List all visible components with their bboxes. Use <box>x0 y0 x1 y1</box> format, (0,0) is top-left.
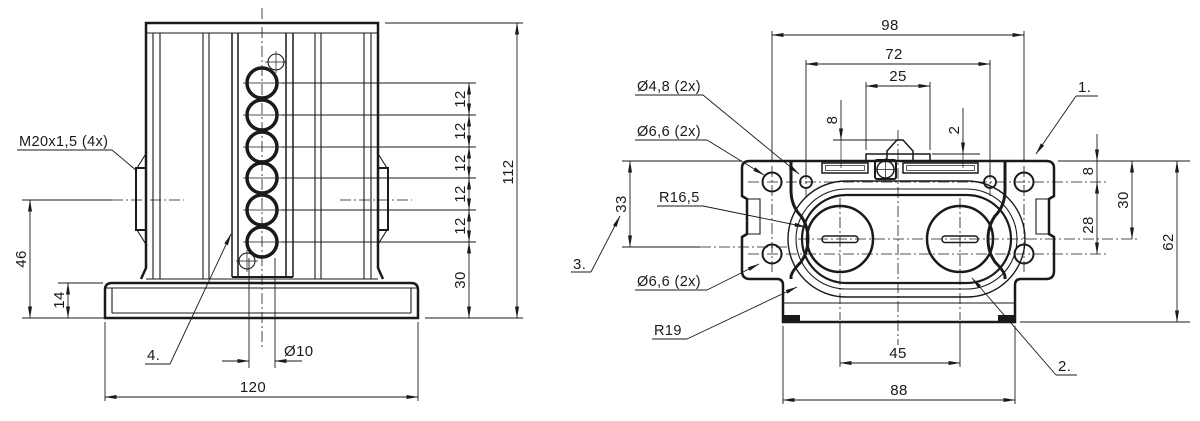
callout-2: 2. <box>1058 358 1071 375</box>
dim-2: 2 <box>946 126 963 135</box>
callout-1: 1. <box>1078 79 1091 96</box>
rail-slot <box>821 162 869 174</box>
callout-4: 4. <box>147 347 160 364</box>
dim-30-top: 30 <box>1115 191 1132 209</box>
pilot-holes <box>236 51 287 272</box>
dim-88: 88 <box>890 382 908 399</box>
top-part-outline <box>740 130 1140 345</box>
mount-foot <box>998 315 1014 322</box>
dim-12: 12 <box>452 217 469 235</box>
dim-45: 45 <box>889 345 907 362</box>
dim-46: 46 <box>13 250 30 268</box>
dim-120: 120 <box>240 379 266 396</box>
dim-12: 12 <box>452 90 469 108</box>
dim-12: 12 <box>452 122 469 140</box>
dim-30-front: 30 <box>452 271 469 289</box>
dim-112: 112 <box>500 159 517 184</box>
dim-8-clip: 8 <box>824 116 841 125</box>
label-dia48: Ø4,8 (2x) <box>637 79 701 95</box>
top-dimensions: 98 72 25 8 2 33 <box>571 17 1190 404</box>
dim-62: 62 <box>1160 233 1177 251</box>
dim-28: 28 <box>1080 216 1097 234</box>
label-dia66-top: Ø6,6 (2x) <box>637 124 701 140</box>
front-dimensions: M20x1,5 (4x) 46 14 4. Ø10 120 <box>13 22 523 401</box>
rail-slot <box>902 162 979 174</box>
dim-25: 25 <box>889 68 907 85</box>
callout-3: 3. <box>573 256 586 273</box>
dim-dia10: Ø10 <box>284 343 314 360</box>
thread-label: M20x1,5 (4x) <box>19 134 108 150</box>
dim-12: 12 <box>452 185 469 203</box>
top-view: 98 72 25 8 2 33 <box>571 17 1190 404</box>
dim-14: 14 <box>51 291 68 309</box>
dim-33: 33 <box>613 195 630 213</box>
dim-8-hole: 8 <box>1080 167 1097 176</box>
mount-foot <box>784 315 800 322</box>
dim-98: 98 <box>881 17 899 34</box>
front-view: M20x1,5 (4x) 46 14 4. Ø10 120 <box>13 8 523 401</box>
label-dia66-bottom: Ø6,6 (2x) <box>637 274 701 290</box>
dim-12: 12 <box>452 154 469 172</box>
label-r165: R16,5 <box>659 190 700 206</box>
label-r19: R19 <box>654 323 682 339</box>
dim-72: 72 <box>885 46 903 63</box>
clip-tab <box>886 139 914 161</box>
